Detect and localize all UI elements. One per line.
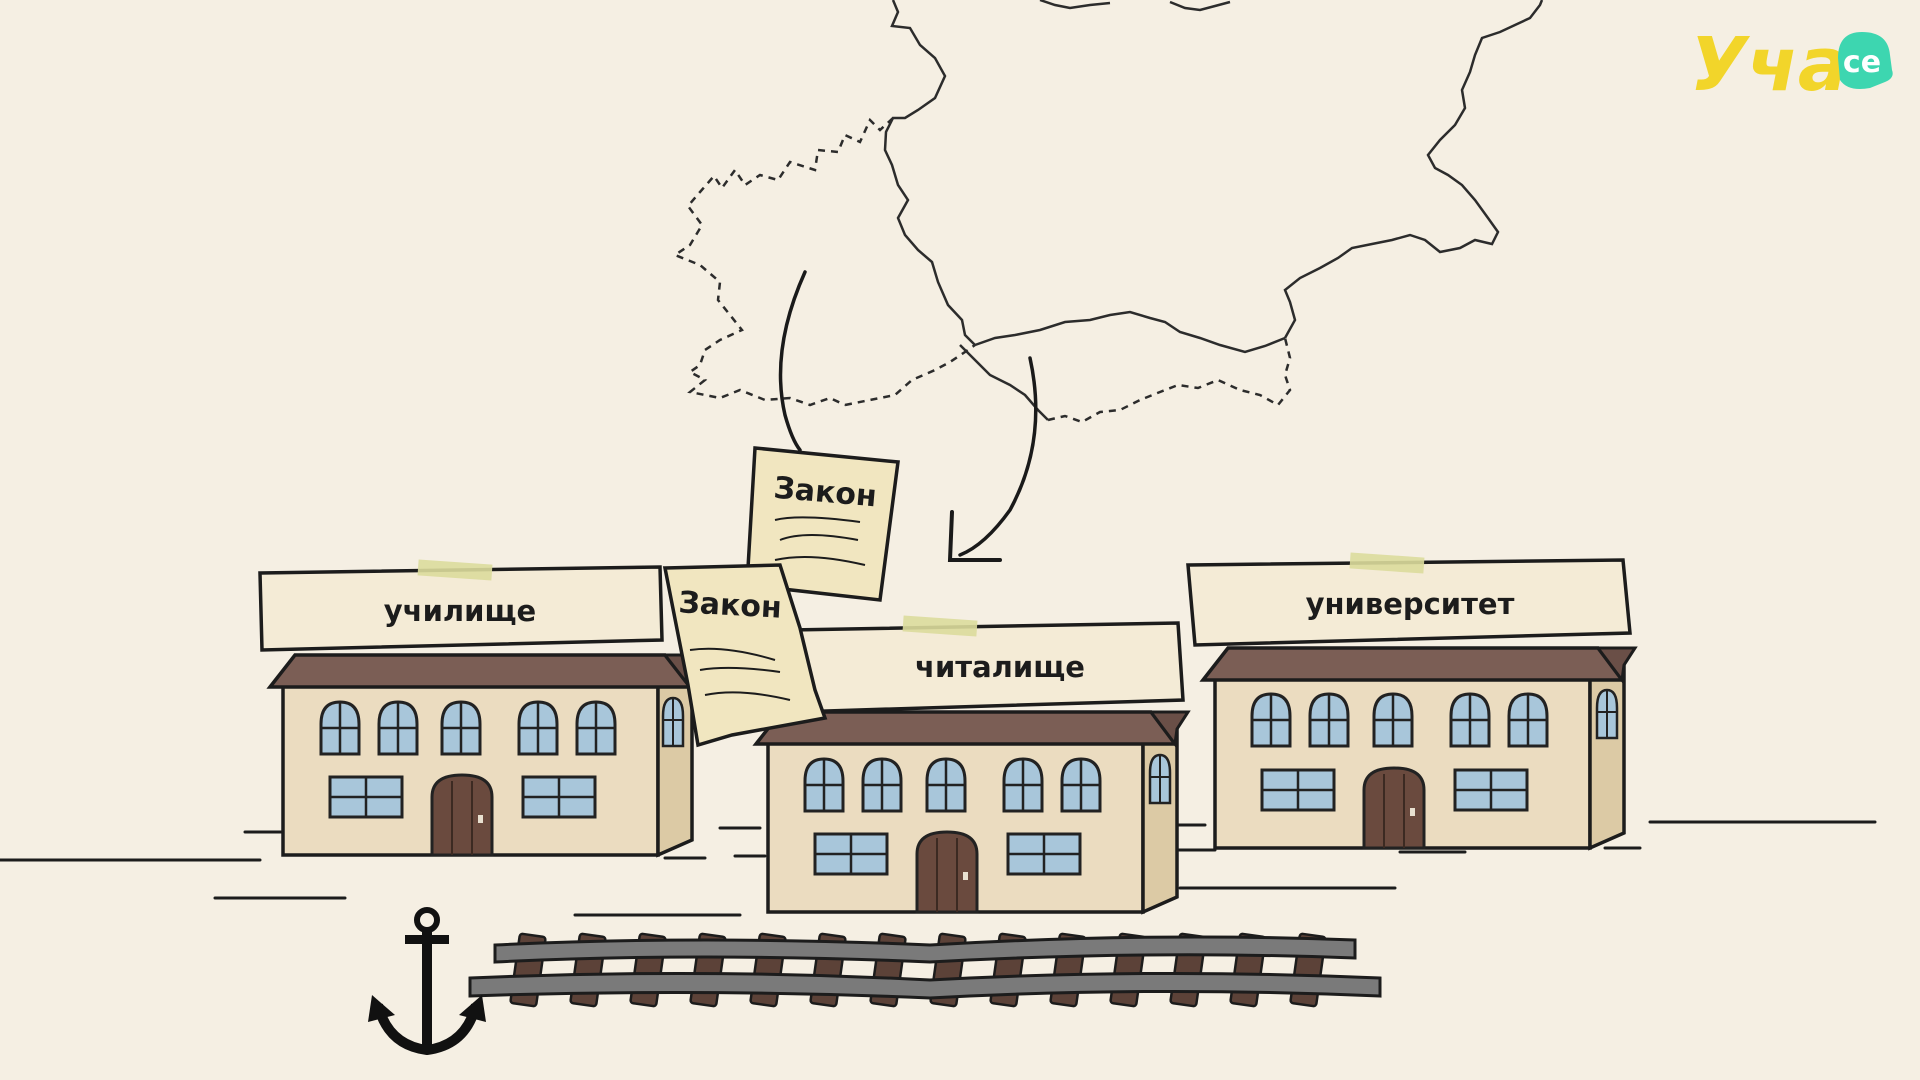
- law-document-back: Закон: [745, 446, 900, 602]
- building-university: университет: [1186, 552, 1638, 851]
- arrow-left: [778, 270, 807, 452]
- arrow-right: [947, 356, 1038, 562]
- railway-track: [468, 932, 1382, 1008]
- law-document-front: Закон: [662, 563, 828, 748]
- sign-university: университет: [1306, 587, 1515, 621]
- law-title-front: Закон: [678, 585, 783, 625]
- country-map-outline: [672, 0, 1544, 424]
- building-school: училище: [258, 559, 703, 858]
- building-community-center: читалище: [752, 615, 1191, 915]
- anchor-icon: [368, 907, 486, 1056]
- logo-text: Уча: [1690, 22, 1848, 108]
- logo-badge: се: [1843, 45, 1881, 80]
- brand-logo: Уча се: [1690, 22, 1893, 108]
- sign-school: училище: [384, 594, 536, 628]
- sign-community-center: читалище: [915, 650, 1085, 684]
